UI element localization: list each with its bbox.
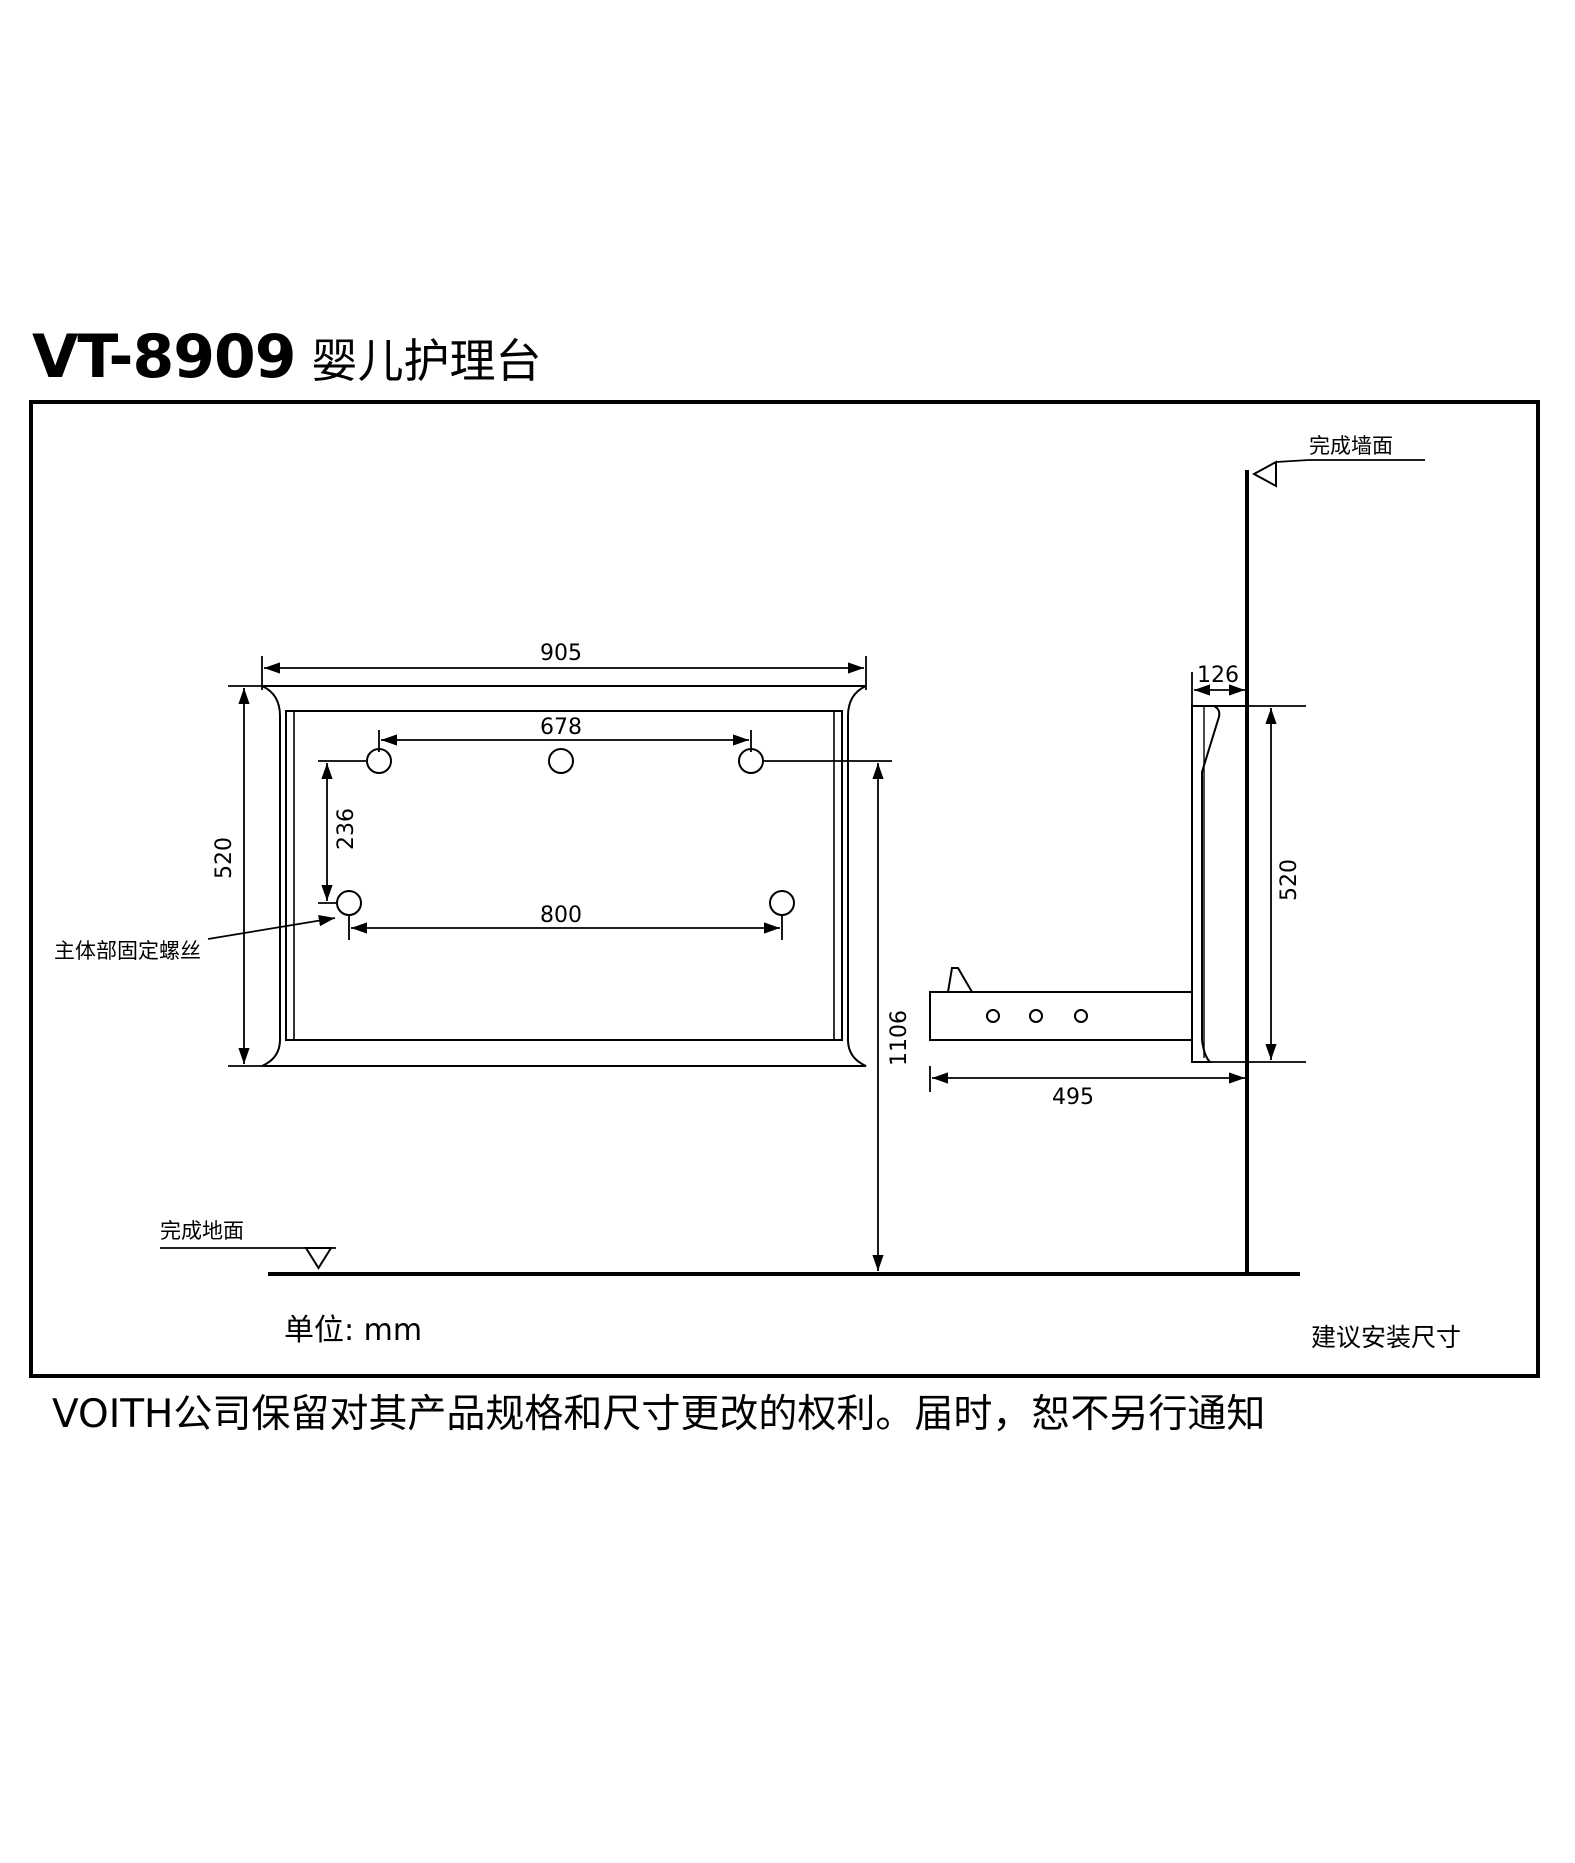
floor-level-icon bbox=[304, 1247, 333, 1270]
mounting-hole bbox=[336, 890, 362, 916]
front-outer-body bbox=[261, 685, 867, 1067]
main-body-screw-label: 主体部固定螺丝 bbox=[54, 939, 201, 963]
page-title: VT-8909 婴儿护理台 bbox=[32, 322, 541, 398]
product-name: 婴儿护理台 bbox=[311, 334, 542, 388]
model-number: VT-8909 bbox=[32, 322, 296, 392]
dim-label-495: 495 bbox=[1052, 1085, 1094, 1110]
dim-label-126: 126 bbox=[1197, 663, 1239, 688]
mounting-hole bbox=[366, 748, 392, 774]
dim-label-520-front: 520 bbox=[212, 837, 237, 879]
tray-hole bbox=[1074, 1009, 1088, 1023]
drawing-frame bbox=[29, 400, 1540, 1378]
side-view bbox=[929, 705, 1247, 1063]
dim-label-800: 800 bbox=[540, 903, 582, 928]
dim-label-1106: 1106 bbox=[887, 1010, 912, 1066]
front-inner-panel-inset bbox=[293, 710, 835, 1041]
dim-label-236: 236 bbox=[334, 808, 359, 850]
front-view bbox=[261, 685, 867, 1067]
footer-disclaimer: VOITH公司保留对其产品规格和尺寸更改的权利。届时，恕不另行通知 bbox=[52, 1392, 1266, 1437]
recommended-install-label: 建议安装尺寸 bbox=[1311, 1323, 1461, 1352]
tray-hole bbox=[1029, 1009, 1043, 1023]
wall-level-icon bbox=[1251, 460, 1277, 488]
side-open-tray bbox=[929, 991, 1193, 1041]
dim-label-520-side: 520 bbox=[1277, 859, 1302, 901]
finished-floor-label: 完成地面 bbox=[160, 1219, 244, 1243]
side-folded-body bbox=[1191, 705, 1221, 1063]
dim-label-678: 678 bbox=[540, 715, 582, 740]
finished-wall-label: 完成墙面 bbox=[1309, 434, 1393, 458]
side-tray-handle bbox=[947, 967, 973, 993]
mounting-hole bbox=[769, 890, 795, 916]
dim-label-905: 905 bbox=[540, 641, 582, 666]
screw-leader-line bbox=[207, 915, 336, 940]
mounting-hole bbox=[548, 748, 574, 774]
mounting-hole bbox=[738, 748, 764, 774]
unit-label: 单位: mm bbox=[284, 1313, 422, 1348]
tray-hole bbox=[986, 1009, 1000, 1023]
front-inner-panel bbox=[285, 710, 843, 1041]
